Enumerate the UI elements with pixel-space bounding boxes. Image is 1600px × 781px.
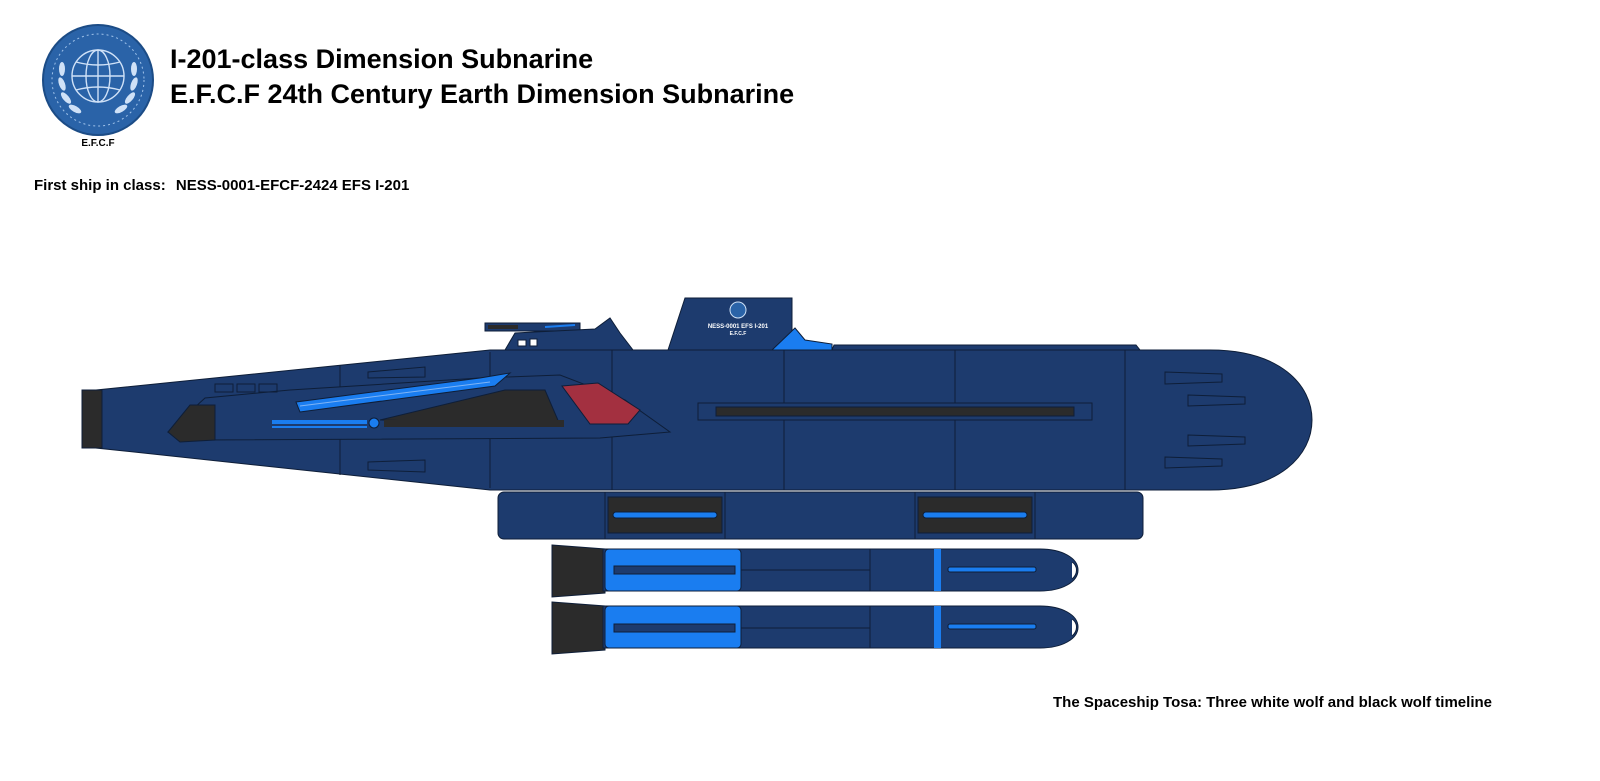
hull-marking-line2: E.F.C.F [730,331,747,337]
weapon-pod-upper [551,544,1079,598]
nose-cap [81,389,103,449]
laurel-wreath-icon [58,62,138,114]
title-line-1: I-201-class Dimension Subnarine [170,44,594,74]
globe-icon [71,49,125,103]
weapon-pod-lower [551,601,1079,655]
ventral-grille-right [917,496,1033,534]
cockpit-dark-panel [167,404,216,443]
page-title: I-201-class Dimension Subnarine E.F.C.F … [170,42,794,112]
deck-turret [484,317,635,351]
ventral-grille-left [607,496,723,534]
sail-emblem-icon [729,301,747,319]
first-ship-info: First ship in class: NESS-0001-EFCF-2424… [34,177,409,194]
credit-line: The Spaceship Tosa: Three white wolf and… [1053,694,1492,711]
emblem-caption: E.F.C.F [81,138,115,149]
hull-vent [715,406,1075,417]
cockpit-window [561,382,641,425]
title-line-2: E.F.C.F 24th Century Earth Dimension Sub… [170,79,795,109]
hull-marking-line1: NESS-0001 EFS I-201 [708,324,769,330]
ventral-module [497,491,1144,540]
first-ship-value: NESS-0001-EFCF-2424 EFS I-201 [175,177,410,194]
first-ship-label: First ship in class: [34,177,166,194]
efcf-emblem [42,24,154,136]
deck-rail [831,344,1142,351]
